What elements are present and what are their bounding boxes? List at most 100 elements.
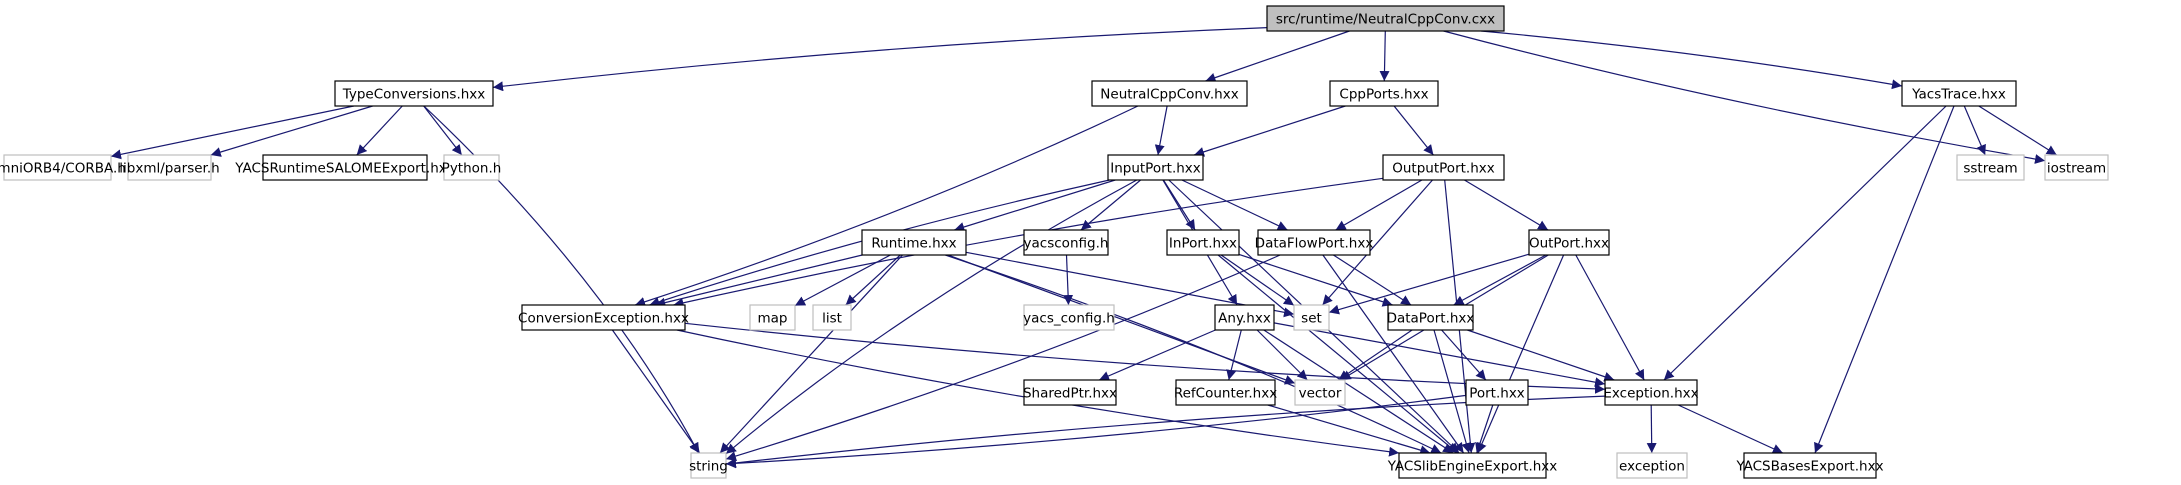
edge-line	[1181, 179, 1288, 231]
node-box	[3, 154, 112, 181]
edge-OutPort-to-DataPort	[1453, 254, 1547, 306]
node-label: CppPorts.hxx	[1339, 87, 1428, 103]
edge-line	[947, 254, 1296, 385]
node-box[interactable]	[1023, 229, 1109, 256]
edge-DataPort-to-Port	[1441, 329, 1487, 381]
edge-InputPort-to-yacsconfig	[1080, 179, 1141, 231]
node-box[interactable]	[1023, 379, 1117, 406]
node-exception: exception	[1616, 452, 1688, 479]
node-root[interactable]: src/runtime/NeutralCppConv.cxx	[1266, 5, 1505, 32]
nodes-layer: src/runtime/NeutralCppConv.cxxTypeConver…	[0, 5, 2109, 479]
node-neutralcppconvh[interactable]: NeutralCppConv.hxx	[1091, 80, 1248, 107]
edge-line	[794, 254, 891, 307]
edge-line	[725, 179, 1138, 455]
edge-line	[1663, 105, 1947, 381]
node-label: exception	[1619, 459, 1685, 475]
node-box[interactable]	[1901, 80, 2017, 107]
edge-line	[1575, 254, 1645, 381]
node-box[interactable]	[1387, 304, 1474, 331]
node-string: string	[689, 452, 728, 479]
edge-Any-to-SharedPtr	[1098, 329, 1216, 381]
edge-line	[845, 254, 901, 306]
node-outport[interactable]: OutPort.hxx	[1528, 229, 1610, 256]
node-yacstrace[interactable]: YacsTrace.hxx	[1901, 80, 2017, 107]
node-label: YACSBasesExport.hxx	[1735, 459, 1883, 475]
edge-line	[1226, 329, 1242, 381]
node-label: YACSRuntimeSALOMEExport.hxx	[234, 161, 455, 177]
node-port[interactable]: Port.hxx	[1465, 379, 1529, 406]
edge-OutputPort-to-set	[1322, 179, 1433, 306]
node-box	[1293, 304, 1330, 331]
node-runtime[interactable]: Runtime.hxx	[861, 229, 967, 256]
node-box[interactable]	[1329, 80, 1439, 107]
node-exception[interactable]: Exception.hxx	[1603, 379, 1699, 406]
node-sharedptr[interactable]: SharedPtr.hxx	[1023, 379, 1117, 406]
edge-line	[1322, 179, 1433, 306]
node-label: omniORB4/CORBA.h	[0, 161, 126, 177]
node-box[interactable]	[1091, 80, 1248, 107]
node-box[interactable]	[1266, 5, 1505, 32]
node-box[interactable]	[262, 154, 428, 181]
edge-root-to-CppPorts	[1379, 30, 1390, 82]
node-box[interactable]	[1257, 229, 1371, 256]
node-outputport[interactable]: OutputPort.hxx	[1382, 154, 1505, 181]
node-box[interactable]	[1382, 154, 1505, 181]
edge-line	[673, 177, 1384, 308]
edge-Runtime-to-list	[845, 254, 901, 306]
edge-root-to-TypeConversions	[492, 27, 1268, 92]
node-inputport[interactable]: InputPort.hxx	[1107, 154, 1204, 181]
node-inport[interactable]: InPort.hxx	[1166, 229, 1240, 256]
edge-line	[1162, 179, 1196, 231]
edge-OutputPort-to-DataFlowPort	[1335, 179, 1423, 231]
node-box[interactable]	[1214, 304, 1275, 331]
node-box[interactable]	[334, 80, 494, 107]
edge-InPort-to-set	[1220, 254, 1295, 306]
edge-InputPort-to-Runtime	[954, 179, 1116, 232]
node-refcounter[interactable]: RefCounter.hxx	[1174, 379, 1277, 406]
node-typeconversions[interactable]: TypeConversions.hxx	[334, 80, 494, 107]
edge-line	[1154, 105, 1168, 156]
node-yacsbasesexport[interactable]: YACSBasesExport.hxx	[1735, 452, 1884, 479]
edge-DataPort-to-Exception	[1467, 329, 1615, 382]
edge-line	[719, 254, 903, 454]
edge-YacsTrace-to-iostream	[1978, 105, 2058, 156]
node-box[interactable]	[1465, 379, 1529, 406]
edge-line	[1080, 179, 1141, 231]
node-label: YACSlibEngineExport.hxx	[1387, 459, 1558, 475]
node-box[interactable]	[1398, 452, 1547, 479]
node-box[interactable]	[1175, 379, 1276, 406]
edge-OutPort-to-Exception	[1575, 254, 1645, 381]
node-box[interactable]	[1107, 154, 1204, 181]
edge-yacsconfig-to-yacs_config	[1063, 254, 1074, 306]
node-box[interactable]	[1604, 379, 1698, 406]
edge-line	[1963, 105, 1986, 156]
node-label: map	[758, 311, 788, 327]
node-yacslibengineexport[interactable]: YACSlibEngineExport.hxx	[1387, 452, 1558, 479]
edge-Any-to-vector	[1256, 329, 1308, 381]
node-list: list	[812, 304, 852, 331]
node-conversionexception[interactable]: ConversionException.hxx	[518, 304, 689, 331]
node-cppports[interactable]: CppPorts.hxx	[1329, 80, 1439, 107]
edge-ConversionException-to-Exception	[684, 322, 1606, 394]
node-label: iostream	[2047, 161, 2106, 177]
edge-line	[1464, 179, 1549, 231]
node-box[interactable]	[521, 304, 686, 331]
node-dataport[interactable]: DataPort.hxx	[1387, 304, 1475, 331]
edge-line	[423, 105, 463, 156]
edge-line	[210, 105, 373, 157]
edge-line	[1338, 329, 1413, 381]
node-box[interactable]	[1743, 452, 1877, 479]
node-yacsruntimesalomeexport[interactable]: YACSRuntimeSALOMEExport.hxx	[234, 154, 455, 181]
node-label: vector	[1299, 386, 1342, 402]
edge-line	[1256, 329, 1308, 381]
node-box[interactable]	[861, 229, 967, 256]
node-label: DataFlowPort.hxx	[1255, 236, 1374, 252]
edge-line	[1443, 30, 2046, 164]
edge-CppPorts-to-OutputPort	[1393, 105, 1434, 156]
node-box[interactable]	[1528, 229, 1610, 256]
node-dataflowport[interactable]: DataFlowPort.hxx	[1255, 229, 1374, 256]
node-yacsconfig[interactable]: yacsconfig.h	[1023, 229, 1109, 256]
node-box[interactable]	[1166, 229, 1240, 256]
node-any[interactable]: Any.hxx	[1214, 304, 1275, 331]
